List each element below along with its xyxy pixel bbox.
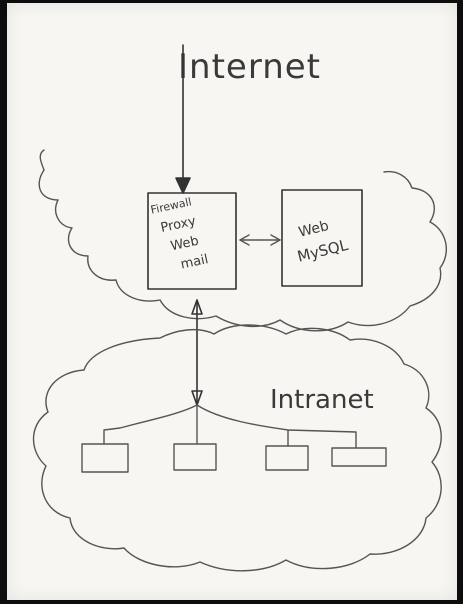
workstation-1 [81,443,129,473]
lan-bus [103,404,357,449]
gateway-box [147,192,237,290]
gateway-line-1: Firewall [149,195,192,216]
paper-sheet [7,3,457,600]
dmz-cloud-tail [39,149,45,171]
server-box-text: Web MySQL [290,214,350,265]
server-line-1: Web [297,218,331,241]
intranet-label: Intranet [270,385,374,415]
workstation-4 [331,447,387,467]
link-arrow-left-head [239,234,250,246]
link-arrow-right-head [270,234,281,246]
gateway-line-4: mail [179,252,209,272]
internet-label: Internet [178,47,321,87]
intranet-cloud [32,324,442,572]
server-line-2: MySQL [295,236,350,266]
gateway-box-text: Firewall Proxy Web mail [149,194,209,276]
intranet-link-bottom-head [191,390,203,406]
gateway-line-2: Proxy [159,214,197,236]
workstation-3 [265,445,309,471]
workstation-2 [173,443,217,471]
server-box [281,189,363,287]
internet-arrow-head [175,177,191,194]
gateway-line-3: Web [169,234,200,255]
intranet-link-top-head [191,299,203,315]
dmz-cloud [38,169,448,332]
